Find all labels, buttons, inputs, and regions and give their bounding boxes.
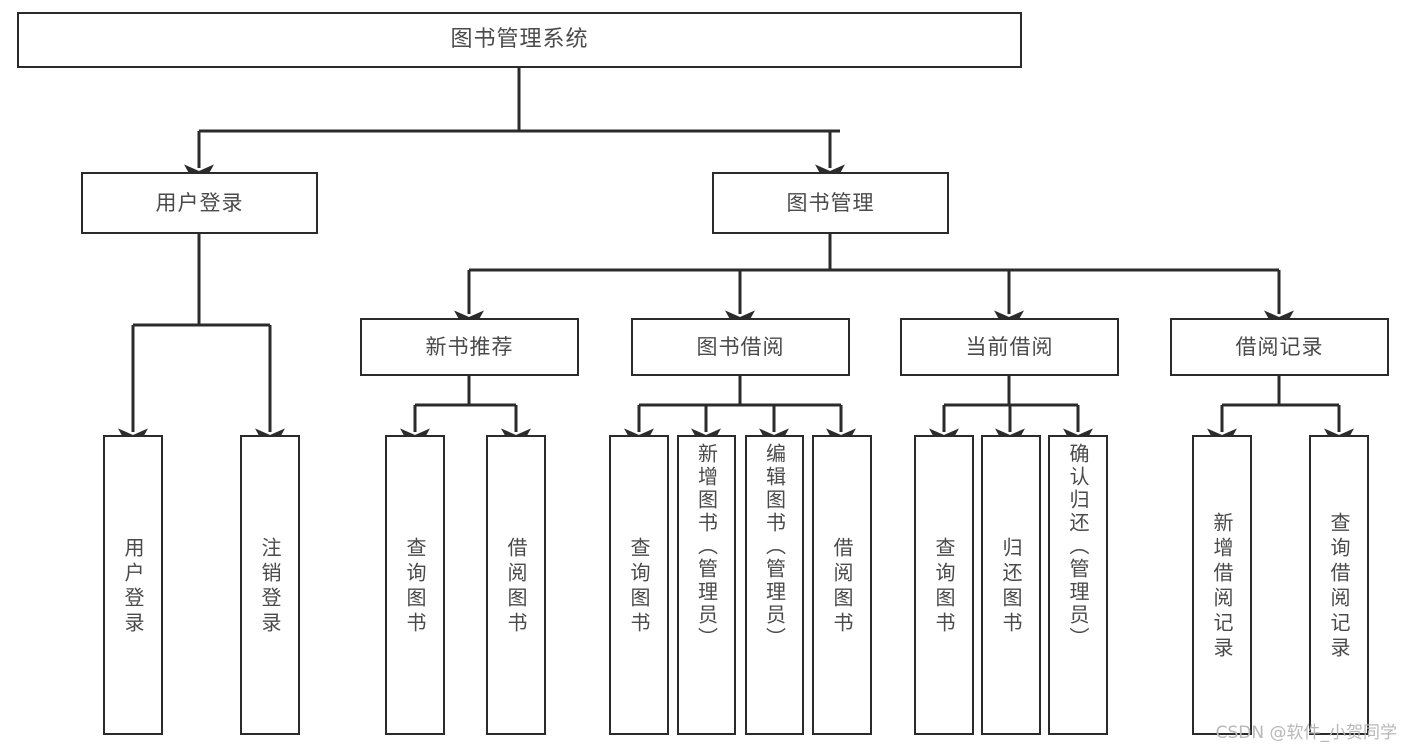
leaf-logout-login[interactable]: 注销登录	[240, 435, 300, 735]
leaf-confirm-return-admin[interactable]: 确认归还（管理员）	[1048, 435, 1108, 735]
leaf-add-book-admin[interactable]: 新增图书（管理员）	[677, 435, 736, 735]
node-label: 用户登录	[121, 537, 145, 637]
node-label: 新增借阅记录	[1210, 512, 1234, 662]
node-label: 借阅图书	[504, 537, 528, 637]
node-label: 查询图书	[932, 537, 956, 637]
leaf-user-login[interactable]: 用户登录	[103, 435, 163, 735]
node-book-borrow[interactable]: 图书借阅	[631, 318, 850, 376]
node-label: 用户登录	[155, 190, 244, 215]
node-label: 确认归还（管理员）	[1066, 443, 1090, 650]
node-current-borrow[interactable]: 当前借阅	[900, 318, 1119, 376]
node-label: 图书管理	[786, 190, 875, 215]
node-label: 归还图书	[999, 537, 1023, 637]
leaf-query-book-borrow[interactable]: 查询图书	[609, 435, 669, 735]
node-label: 图书借阅	[696, 334, 785, 359]
node-label: 查询图书	[627, 537, 651, 637]
leaf-edit-book-admin[interactable]: 编辑图书（管理员）	[745, 435, 804, 735]
node-label: 借阅记录	[1235, 334, 1324, 359]
leaf-query-book-current[interactable]: 查询图书	[914, 435, 974, 735]
leaf-return-book[interactable]: 归还图书	[981, 435, 1041, 735]
node-borrow-record[interactable]: 借阅记录	[1170, 318, 1389, 376]
leaf-borrow-book-recommend[interactable]: 借阅图书	[486, 435, 546, 735]
node-label: 查询图书	[403, 537, 427, 637]
node-label: 编辑图书（管理员）	[762, 443, 787, 650]
node-root-book-management-system[interactable]: 图书管理系统	[17, 12, 1022, 68]
node-new-book-recommend[interactable]: 新书推荐	[360, 318, 579, 376]
leaf-query-borrow-record[interactable]: 查询借阅记录	[1309, 435, 1369, 735]
node-label: 当前借阅	[965, 334, 1054, 359]
node-label: 注销登录	[258, 537, 282, 637]
node-book-management[interactable]: 图书管理	[712, 172, 949, 234]
leaf-query-book-recommend[interactable]: 查询图书	[385, 435, 445, 735]
leaf-borrow-book-borrow[interactable]: 借阅图书	[812, 435, 872, 735]
node-user-login[interactable]: 用户登录	[81, 172, 318, 234]
node-label: 图书管理系统	[450, 27, 589, 53]
node-label: 新增图书（管理员）	[694, 443, 719, 650]
node-label: 新书推荐	[425, 334, 514, 359]
node-label: 查询借阅记录	[1327, 512, 1351, 662]
node-label: 借阅图书	[830, 537, 854, 637]
leaf-add-borrow-record[interactable]: 新增借阅记录	[1192, 435, 1252, 735]
